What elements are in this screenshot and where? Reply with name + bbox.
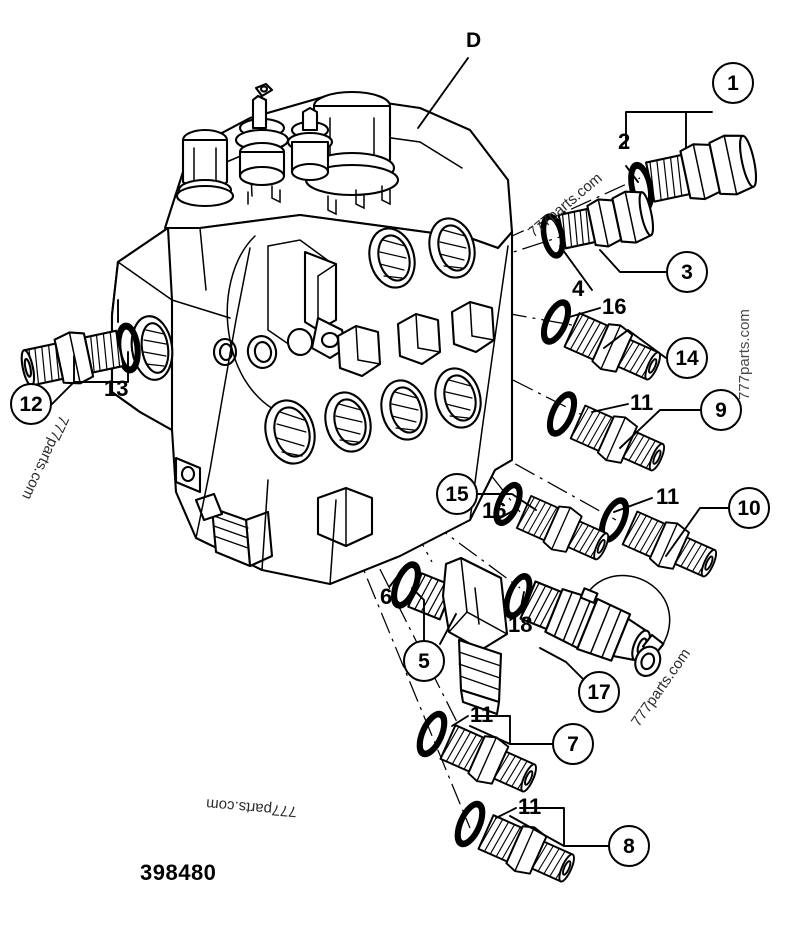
fitting-8 (475, 809, 582, 893)
valve-port-row-upper (368, 217, 476, 289)
callout-label-4[interactable]: 4 (572, 276, 585, 301)
fitting-15 (513, 490, 616, 570)
callout-bubble-5[interactable]: 5 (403, 640, 445, 682)
valve-top-components (175, 82, 400, 216)
assembly-letter-d: D (466, 29, 482, 52)
callout-bubble-1[interactable]: 1 (712, 62, 754, 104)
elbow-fitting-5 (407, 556, 509, 716)
callout-bubble-15[interactable]: 15 (436, 473, 478, 515)
leader-lines (51, 57, 729, 847)
callout-bubble-10[interactable]: 10 (728, 487, 770, 529)
callout-bubble-17[interactable]: 17 (578, 671, 620, 713)
fitting-1 (645, 134, 758, 203)
callout-bubble-3[interactable]: 3 (666, 251, 708, 293)
callout-bubble-7[interactable]: 7 (552, 723, 594, 765)
callout-bubble-9[interactable]: 9 (700, 389, 742, 431)
valve-hex-plugs (336, 300, 496, 378)
fitting-3 (557, 190, 655, 250)
callout-bubble-14[interactable]: 14 (666, 337, 708, 379)
callout-label-16b[interactable]: 16 (482, 498, 507, 523)
callout-label-11b[interactable]: 11 (656, 484, 680, 509)
fitting-14 (561, 307, 668, 391)
callout-label-2[interactable]: 2 (618, 129, 631, 154)
callout-label-11a[interactable]: 11 (630, 390, 654, 415)
callout-label-16a[interactable]: 16 (602, 294, 627, 319)
callout-label-18[interactable]: 18 (508, 612, 533, 637)
callout-label-13[interactable]: 13 (104, 376, 129, 401)
fitting-10 (619, 505, 724, 588)
watermark-right-edge: 777parts.com (736, 309, 753, 400)
callout-bubble-12[interactable]: 12 (10, 383, 52, 425)
quick-coupler-17 (519, 574, 671, 677)
callout-label-6[interactable]: 6 (380, 584, 393, 609)
control-valve-body (110, 82, 514, 586)
callout-bubble-8[interactable]: 8 (608, 825, 650, 867)
callout-label-11c[interactable]: 11 (470, 702, 494, 727)
part-number: 398480 (140, 860, 217, 885)
fitting-12 (20, 329, 125, 387)
callout-label-11d[interactable]: 11 (518, 794, 542, 819)
valve-port-row-lower (264, 367, 482, 465)
fitting-9 (567, 399, 672, 482)
